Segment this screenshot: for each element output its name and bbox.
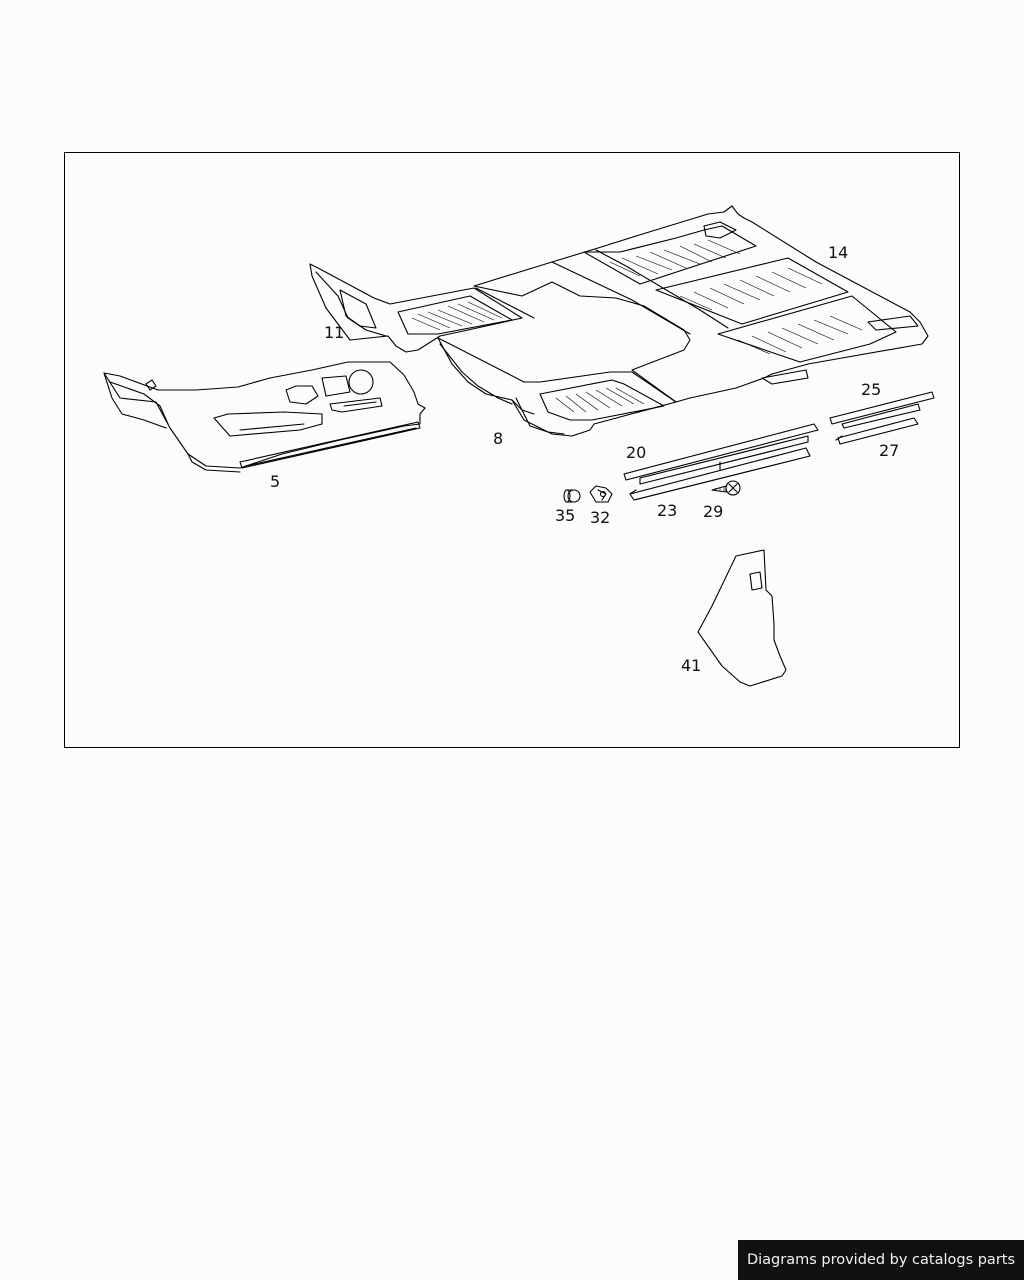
callout-14: 14 <box>828 243 848 262</box>
callout-20: 20 <box>626 443 646 462</box>
callout-27: 27 <box>879 441 899 460</box>
callout-41: 41 <box>681 656 701 675</box>
sill-strip-long-upper[interactable] <box>623 423 819 485</box>
floor-mat-rear-left[interactable] <box>309 263 523 353</box>
screw[interactable] <box>711 480 741 496</box>
diagram-frame <box>64 152 960 748</box>
callout-8: 8 <box>493 429 503 448</box>
credit-banner: Diagrams provided by catalogs parts <box>738 1240 1024 1280</box>
side-trim-panel[interactable] <box>697 549 787 687</box>
plug[interactable] <box>563 489 581 503</box>
floor-mat-front-center[interactable] <box>437 337 677 437</box>
callout-5: 5 <box>270 472 280 491</box>
callout-23: 23 <box>657 501 677 520</box>
floor-mat-front-left[interactable] <box>103 361 426 473</box>
callout-25: 25 <box>861 380 881 399</box>
sill-strip-long-lower[interactable] <box>629 447 811 501</box>
floor-mat-rear-large[interactable] <box>473 205 929 403</box>
callout-32: 32 <box>590 508 610 527</box>
clip-nut[interactable] <box>589 485 613 503</box>
trim-strip-short-upper[interactable] <box>829 391 935 429</box>
callout-35: 35 <box>555 506 575 525</box>
trim-strip-short-lower[interactable] <box>835 417 919 445</box>
callout-11: 11 <box>324 323 344 342</box>
callout-29: 29 <box>703 502 723 521</box>
